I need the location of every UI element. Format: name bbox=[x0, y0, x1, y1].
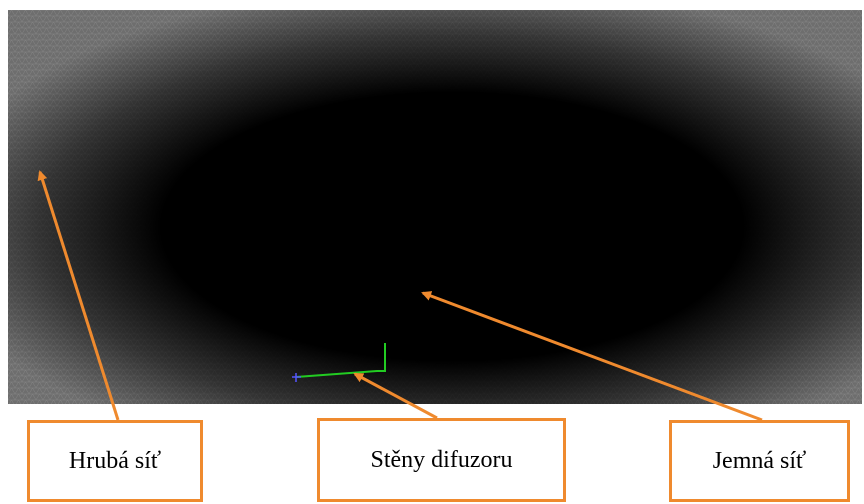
mesh-render bbox=[8, 10, 862, 404]
mesh-view bbox=[8, 10, 862, 404]
diffuser-walls-label: Stěny difuzoru bbox=[370, 446, 513, 473]
coarse-mesh-callout: Hrubá síť bbox=[27, 420, 203, 502]
diffuser-wall-line bbox=[295, 343, 386, 378]
fine-mesh-region bbox=[8, 10, 862, 404]
fine-mesh-callout: Jemná síť bbox=[669, 420, 850, 502]
fine-mesh-label: Jemná síť bbox=[712, 447, 807, 474]
coarse-mesh-label: Hrubá síť bbox=[68, 447, 162, 474]
diffuser-walls-callout: Stěny difuzoru bbox=[317, 418, 566, 502]
